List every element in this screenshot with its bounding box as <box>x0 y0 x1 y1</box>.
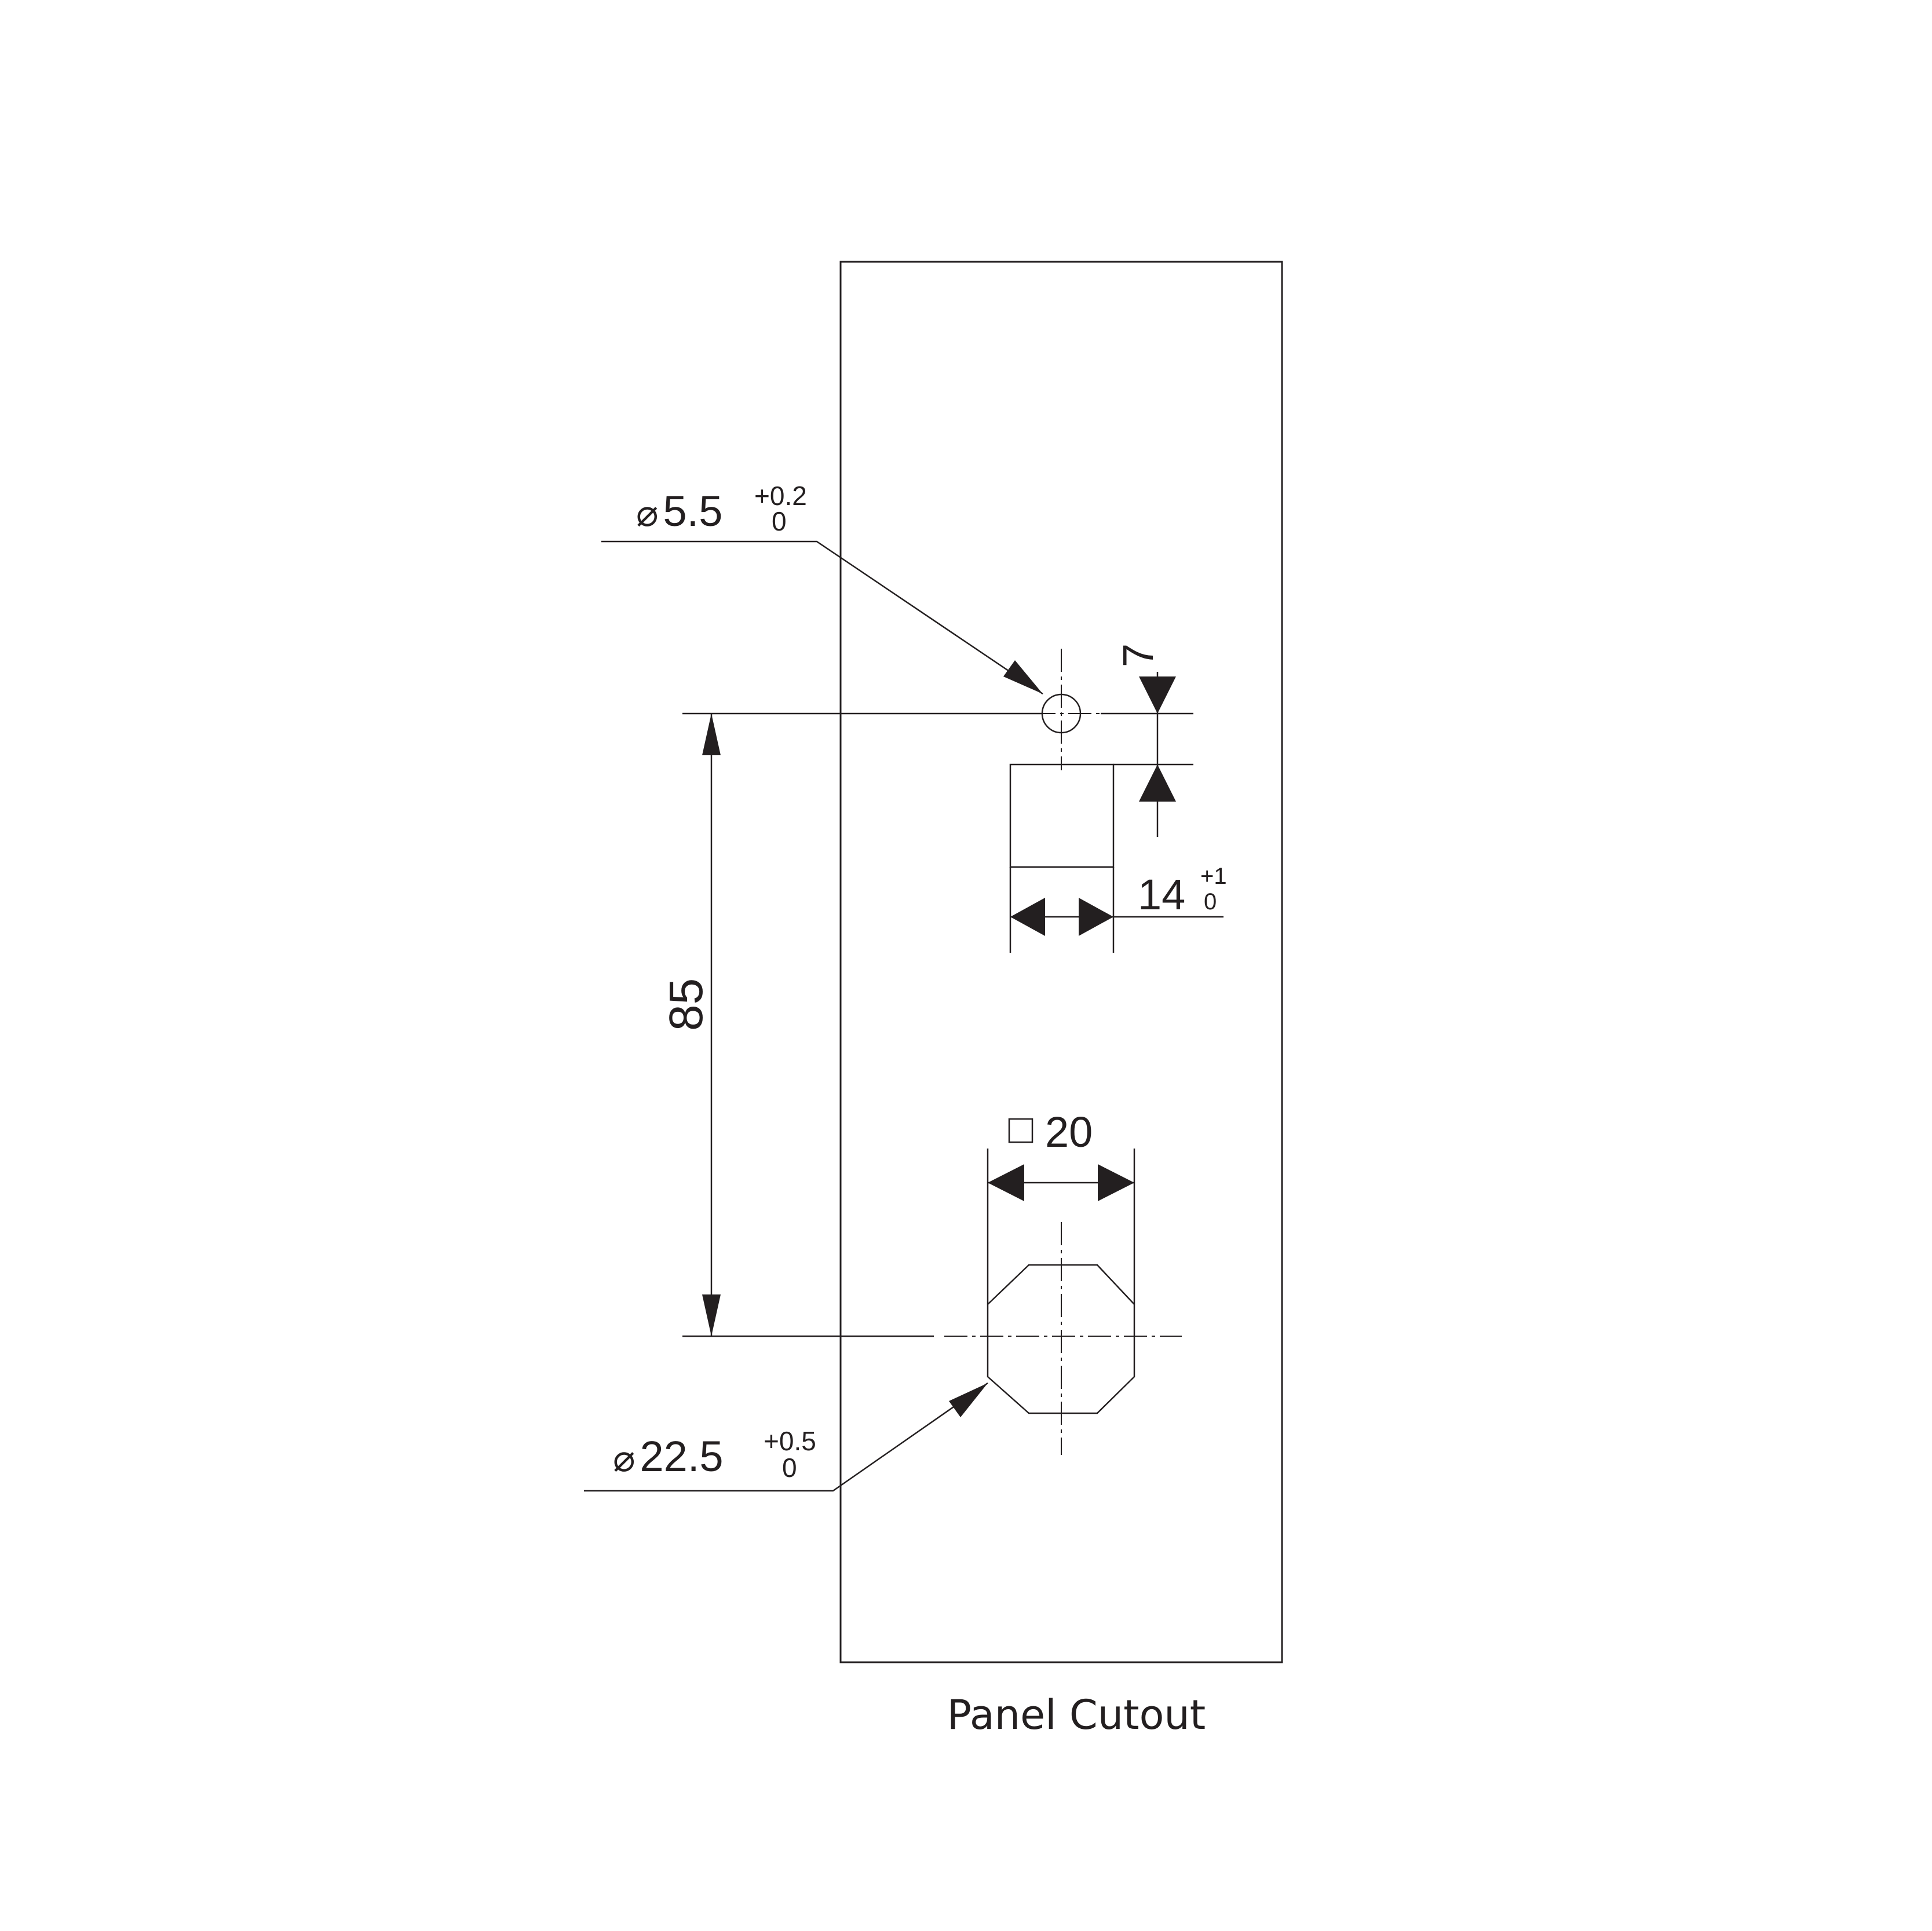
small-hole-tol-lower: 0 <box>772 506 787 536</box>
slot-width-label: 14 <box>1138 871 1185 919</box>
offset-arrow-bottom <box>1139 765 1176 802</box>
small-hole-tol-upper: +0.2 <box>754 481 807 511</box>
slot-width-tol-upper: +1 <box>1200 864 1227 889</box>
spacing-label: 85 <box>660 978 713 1031</box>
slot-width-arrow-right <box>1079 898 1113 936</box>
square-arrow-left <box>988 1164 1024 1201</box>
large-hole-outline <box>987 1264 1135 1414</box>
large-hole-leader <box>584 1382 988 1492</box>
large-hole-diameter-label: ⌀22.5 <box>613 1432 724 1480</box>
small-hole-diameter-label: ⌀5.5 <box>636 487 722 535</box>
large-hole-leader-arrow <box>949 1383 988 1417</box>
slot-width-tol-lower: 0 <box>1204 889 1217 915</box>
panel-outline <box>839 261 1283 1663</box>
drawing-caption: Panel Cutout <box>947 1691 1206 1739</box>
small-hole-leader-arrow <box>1003 660 1043 694</box>
large-hole-tol-upper: +0.5 <box>764 1426 816 1456</box>
small-hole-leader <box>601 540 1043 695</box>
slot-outline <box>1009 763 1115 868</box>
spacing-arrow-bottom <box>702 1294 721 1336</box>
offset-label: 7 <box>1114 643 1162 667</box>
square-symbol-icon <box>1008 1118 1033 1143</box>
offset-arrow-top <box>1139 676 1176 714</box>
square-arrow-right <box>1098 1164 1134 1201</box>
square-width-label: 20 <box>1045 1108 1093 1156</box>
spacing-arrow-top <box>702 714 721 755</box>
large-hole-tol-lower: 0 <box>782 1453 797 1483</box>
slot-width-arrow-left <box>1010 898 1045 936</box>
